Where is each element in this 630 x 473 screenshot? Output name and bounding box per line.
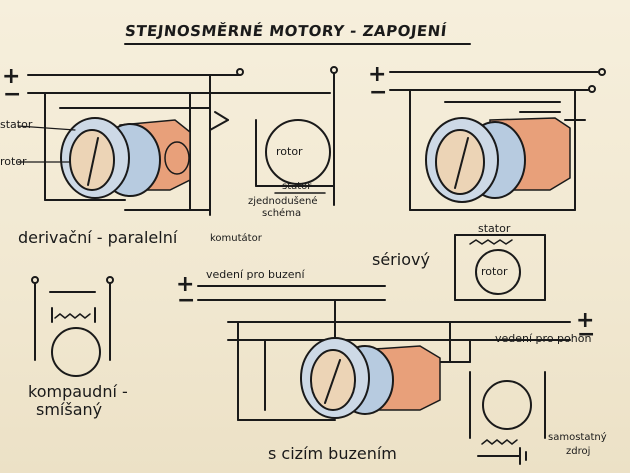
label-series: sériový (372, 250, 430, 269)
page-title: STEJNOSMĚRNÉ MOTORY - ZAPOJENÍ (124, 22, 448, 40)
label-simplified: zjednodušené (248, 196, 318, 207)
label-rotor-simple: rotor (276, 145, 303, 158)
left-pointer-lines (17, 125, 76, 163)
label-source: zdroj (566, 446, 591, 457)
series-motor-body (425, 117, 571, 203)
label-mixed: smíšaný (36, 400, 103, 419)
compound-schema (31, 276, 114, 377)
label-drive-line: vedení pro pohon (495, 332, 592, 345)
label-rotor-series: rotor (481, 265, 508, 278)
minus-sign-top-right: − (369, 80, 388, 105)
shunt-motor-body (60, 117, 191, 199)
minus-sign-drive: − (577, 322, 596, 347)
plus-sign-top-right: + (368, 62, 387, 87)
label-independent: samostatný (548, 432, 607, 443)
minus-sign-excitation: − (177, 288, 196, 313)
minus-sign-top-left: − (3, 82, 22, 107)
separate-excitation-motor (300, 337, 441, 419)
label-rotor-left: rotor (0, 155, 27, 168)
plus-sign-top-left: + (2, 64, 21, 89)
plus-sign-excitation: + (176, 272, 195, 297)
label-schema: schéma (262, 208, 302, 219)
label-stator-left: stator (0, 118, 33, 131)
separate-excitation-wiring (197, 285, 571, 421)
label-compound: kompaudní - (28, 382, 128, 401)
plus-sign-drive: + (576, 308, 595, 333)
label-excitation-line: vedení pro buzení (206, 268, 305, 281)
series-motor-wiring (389, 68, 606, 211)
label-stator-simple: stator (282, 181, 312, 192)
label-stator-series: stator (478, 222, 511, 235)
simple-rotor-schema (255, 119, 335, 194)
separate-source-schema (469, 371, 546, 465)
label-shunt: derivační - paralelní (18, 228, 178, 247)
series-schema (454, 234, 546, 301)
label-separate-excitation: s cizím buzením (268, 444, 397, 463)
label-commutator: komutátor (210, 233, 262, 244)
